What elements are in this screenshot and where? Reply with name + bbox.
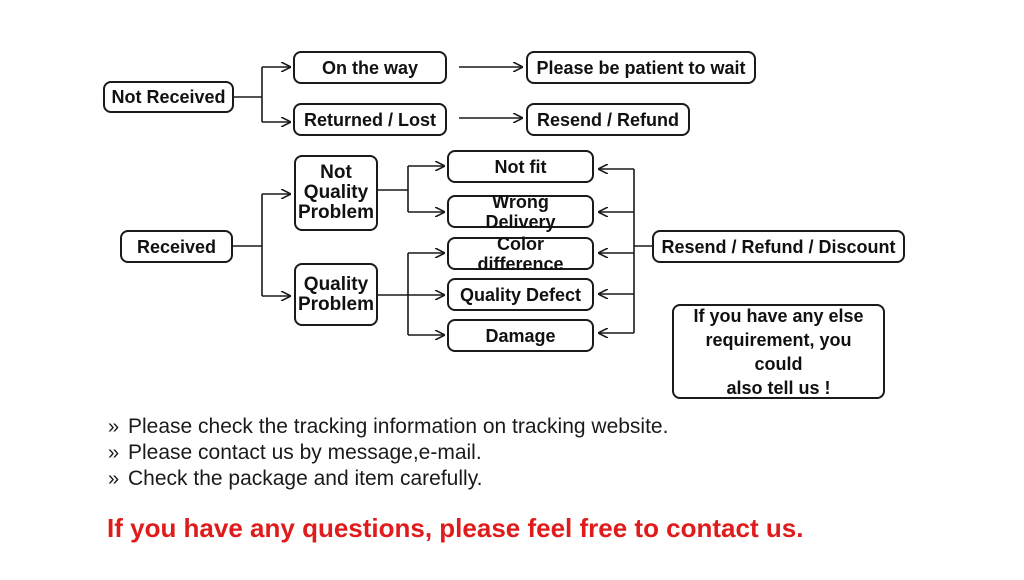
node-not-quality-problem: Not Quality Problem: [294, 155, 378, 231]
node-not-received: Not Received: [103, 81, 234, 113]
connector-received: [232, 194, 263, 296]
list-item: »Check the package and item carefully.: [108, 467, 483, 490]
double-chevron-icon: »: [108, 416, 120, 438]
node-color-difference: Color difference: [447, 234, 594, 274]
node-not-fit: Not fit: [447, 150, 594, 183]
node-on-the-way: On the way: [293, 51, 447, 84]
list-item: »Please check the tracking information o…: [108, 415, 669, 438]
node-quality-problem: Quality Problem: [294, 263, 378, 326]
contact-footer: If you have any questions, please feel f…: [107, 513, 804, 543]
connector-quality: [378, 253, 409, 335]
node-resend-refund: Resend / Refund: [526, 103, 690, 136]
node-else-requirement: If you have any else requirement, you co…: [672, 304, 885, 399]
connector-not-quality: [378, 166, 409, 212]
node-damage: Damage: [447, 319, 594, 352]
node-patient-wait: Please be patient to wait: [526, 51, 756, 84]
double-chevron-icon: »: [108, 442, 120, 464]
double-chevron-icon: »: [108, 468, 120, 490]
connector-not-received: [234, 67, 263, 122]
notes-list: »Please check the tracking information o…: [108, 414, 668, 492]
node-received: Received: [120, 230, 233, 263]
node-returned-lost: Returned / Lost: [293, 103, 447, 136]
node-quality-defect: Quality Defect: [447, 278, 594, 311]
list-item: »Please contact us by message,e-mail.: [108, 441, 482, 464]
connector-resend-discount: [633, 169, 652, 333]
node-wrong-delivery: Wrong Delivery: [447, 192, 594, 232]
node-resend-refund-discount: Resend / Refund / Discount: [652, 230, 905, 263]
